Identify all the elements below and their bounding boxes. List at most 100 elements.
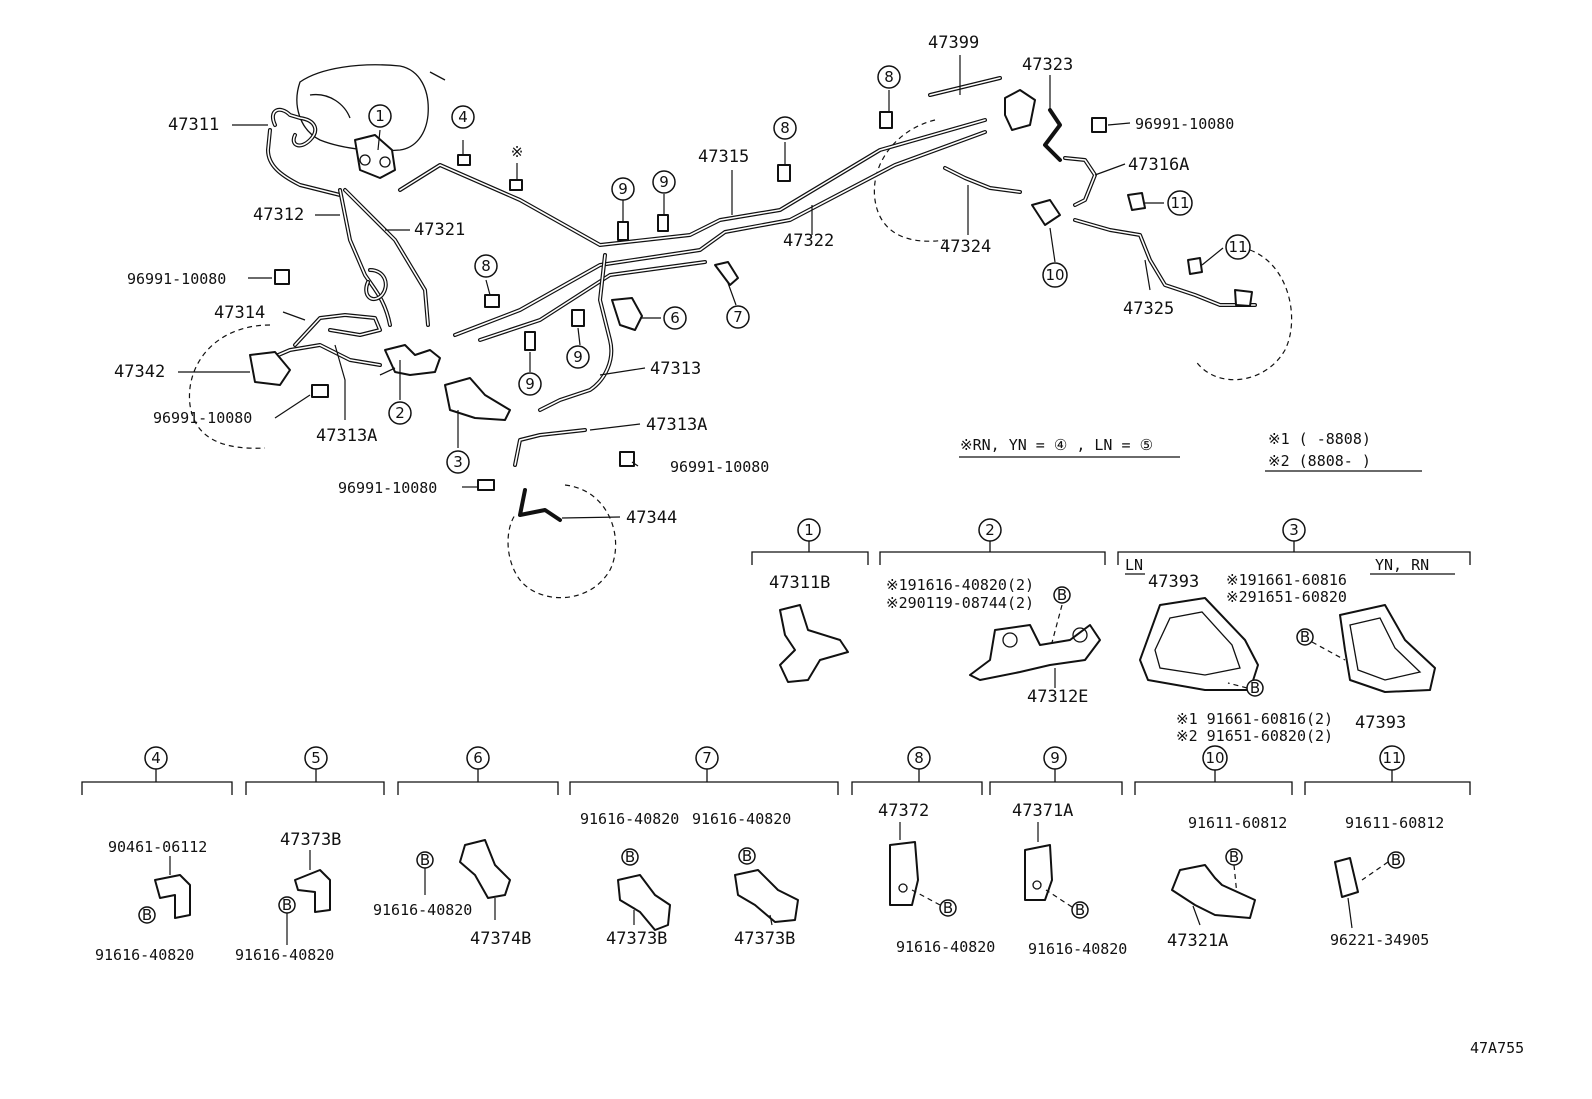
svg-text:9: 9 — [573, 348, 583, 366]
part-96221-34905: 96221-34905 — [1330, 931, 1429, 949]
diagram-code: 47A755 — [1470, 1039, 1524, 1057]
part-91616-40820-g6: 91616-40820 — [373, 901, 472, 919]
label-96991-c: 96991-10080 — [670, 458, 769, 476]
part-91611-60812-g10: 91611-60812 — [1188, 814, 1287, 832]
svg-text:B: B — [943, 899, 953, 917]
part-47372: 47372 — [878, 801, 929, 821]
svg-text:8: 8 — [884, 68, 894, 86]
sub-label-ln: LN — [1125, 556, 1143, 574]
part-47321A: 47321A — [1167, 931, 1228, 951]
svg-text:4: 4 — [458, 108, 468, 126]
clip-96991-b — [311, 384, 329, 398]
brake-pipes — [253, 76, 1257, 522]
svg-text:B: B — [1391, 851, 1401, 869]
callout-9a: 9 — [611, 177, 635, 201]
svg-text:5: 5 — [311, 749, 321, 767]
callout-8a: 8 — [474, 254, 498, 278]
detail-group-2: 2 ※191616-40820(2) ※290119-08744(2) B 47… — [879, 518, 1106, 707]
part-91616-40820-g7a: 91616-40820 — [580, 810, 679, 828]
detail-group-7: 7 91616-40820 91616-40820 B B 47373B 473… — [569, 746, 839, 949]
part-91611-60812-g11: 91611-60812 — [1345, 814, 1444, 832]
svg-text:1: 1 — [804, 521, 814, 539]
svg-text:9: 9 — [618, 180, 628, 198]
part-91661-60816: ※191661-60816 — [1226, 571, 1347, 589]
part-47373B-g7a: 47373B — [606, 929, 667, 949]
callout-7: 7 — [726, 305, 750, 329]
svg-text:1: 1 — [375, 107, 385, 125]
part-47374B: 47374B — [470, 929, 531, 949]
part-note-90119: ※290119-08744(2) — [886, 594, 1034, 612]
callout-8c: 8 — [877, 65, 901, 89]
svg-text:B: B — [1075, 901, 1085, 919]
svg-text:B: B — [742, 847, 752, 865]
part-note-91616: ※191616-40820(2) — [886, 576, 1034, 594]
svg-text:6: 6 — [670, 309, 680, 327]
clip-96991-a — [274, 269, 290, 285]
clip-96991-e — [1091, 117, 1107, 133]
svg-text:2: 2 — [985, 521, 995, 539]
svg-text:B: B — [282, 896, 292, 914]
label-96991-b: 96991-10080 — [153, 409, 252, 427]
part-91651-60820-2: ※2 91651-60820(2) — [1176, 727, 1333, 745]
star-mark: ※ — [511, 143, 524, 161]
svg-text:B: B — [1057, 586, 1067, 604]
part-47311B: 47311B — [769, 573, 830, 593]
front-left-wheel-outline — [188, 324, 271, 449]
svg-text:4: 4 — [151, 749, 161, 767]
svg-text:11: 11 — [1228, 238, 1247, 256]
svg-text:10: 10 — [1205, 749, 1224, 767]
svg-text:6: 6 — [473, 749, 483, 767]
part-91616-40820-g9: 91616-40820 — [1028, 940, 1127, 958]
callout-11a: 11 — [1167, 190, 1193, 216]
svg-text:8: 8 — [914, 749, 924, 767]
leader-lines — [178, 55, 1422, 519]
clip-96991-d — [477, 479, 495, 491]
label-47316A: 47316A — [1128, 155, 1189, 175]
detail-group-10: 10 91611-60812 B 47321A — [1134, 745, 1293, 951]
part-47393-yn: 47393 — [1355, 713, 1406, 733]
part-91651-60820: ※291651-60820 — [1226, 588, 1347, 606]
callout-11b: 11 — [1225, 234, 1251, 260]
detail-group-1: 1 47311B — [751, 518, 869, 683]
label-47322: 47322 — [783, 231, 834, 251]
label-47313A-left: 47313A — [316, 426, 377, 446]
label-47342: 47342 — [114, 362, 165, 382]
svg-text:B: B — [1250, 679, 1260, 697]
svg-text:B: B — [420, 851, 430, 869]
main-callouts: 1 4 ※ 8 9 9 8 8 6 7 9 9 2 3 10 11 11 — [368, 65, 1251, 474]
callout-8b: 8 — [773, 116, 797, 140]
label-96991-e: 96991-10080 — [1135, 115, 1234, 133]
part-91616-40820-g4: 91616-40820 — [95, 946, 194, 964]
svg-text:9: 9 — [525, 375, 535, 393]
label-47312: 47312 — [253, 205, 304, 225]
svg-text:B: B — [625, 848, 635, 866]
clip-96991-c — [619, 451, 635, 467]
callout-9d: 9 — [518, 372, 542, 396]
callout-4: 4 — [451, 105, 475, 129]
proportioning-valve — [384, 344, 441, 376]
label-96991-d: 96991-10080 — [338, 479, 437, 497]
part-91616-40820-g8: 91616-40820 — [896, 938, 995, 956]
svg-text:B: B — [1229, 848, 1239, 866]
label-47313: 47313 — [650, 359, 701, 379]
detail-group-4: 4 90461-06112 B 91616-40820 — [81, 746, 233, 964]
detail-group-6: 6 B 91616-40820 47374B — [373, 746, 559, 949]
label-47321: 47321 — [414, 220, 465, 240]
bracket-3 — [444, 377, 511, 421]
label-47325: 47325 — [1123, 299, 1174, 319]
main-view-hardware — [249, 89, 1253, 491]
label-47311: 47311 — [168, 115, 219, 135]
part-91616-40820-g7b: 91616-40820 — [692, 810, 791, 828]
label-47313A-right: 47313A — [646, 415, 707, 435]
part-91616-40820-g5: 91616-40820 — [235, 946, 334, 964]
label-96991-a: 96991-10080 — [127, 270, 226, 288]
part-47373B-g5: 47373B — [280, 830, 341, 850]
part-47312E: 47312E — [1027, 687, 1088, 707]
detail-group-11: 11 91611-60812 B 96221-34905 — [1304, 745, 1471, 949]
svg-text:B: B — [142, 906, 152, 924]
detail-group-9: 9 47371A B 91616-40820 — [989, 746, 1127, 958]
svg-text:8: 8 — [780, 119, 790, 137]
sub-label-yn-rn: YN, RN — [1375, 556, 1429, 574]
